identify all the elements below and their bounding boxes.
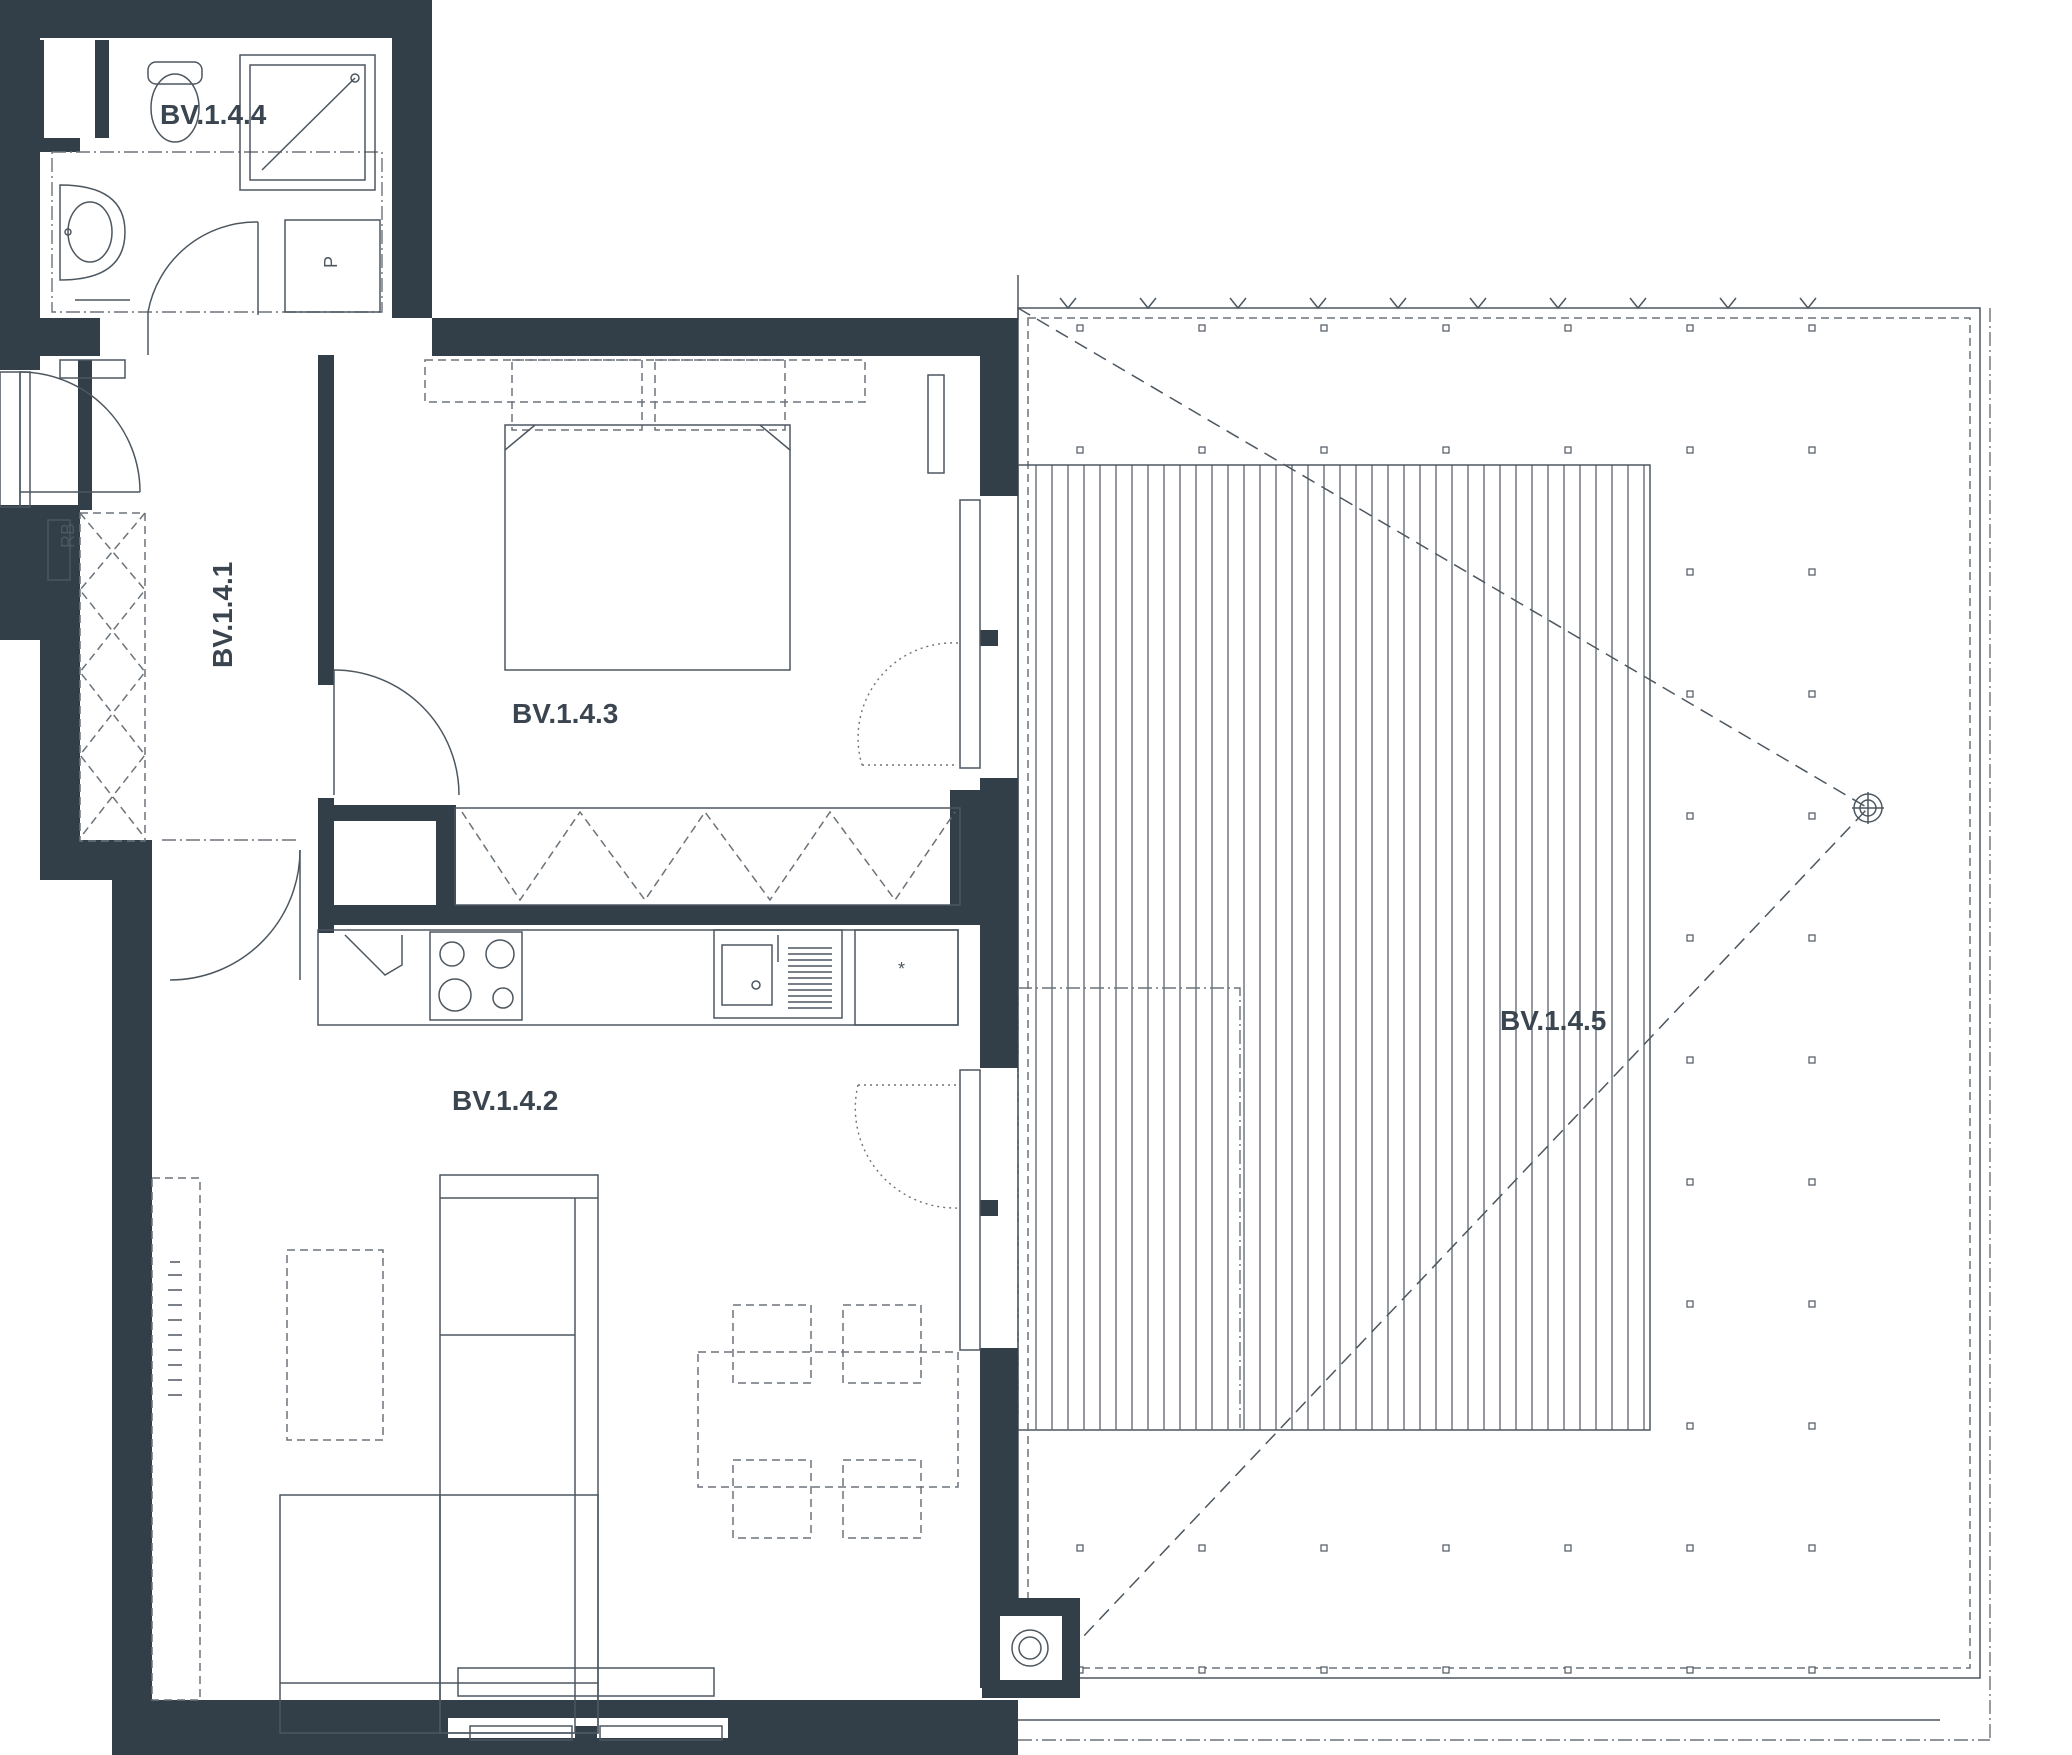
tile-point — [1076, 446, 1084, 454]
tile-point — [1686, 934, 1694, 942]
bathroom: P BV.1.4.4 — [51, 54, 383, 355]
radiator-icon — [168, 1261, 182, 1396]
tile-point — [1564, 324, 1572, 332]
tile-point — [1198, 1544, 1206, 1552]
walls — [0, 0, 1080, 1755]
dining-table — [697, 1351, 959, 1488]
tile-point — [1320, 1544, 1328, 1552]
tile-point — [1808, 812, 1816, 820]
hob-icon — [429, 931, 523, 1021]
terrace-top-ticks — [1059, 297, 1817, 310]
drain-icon — [1852, 792, 1884, 824]
tile-point — [1808, 324, 1816, 332]
tile-point — [1808, 446, 1816, 454]
kitchen-sink-icon — [713, 929, 843, 1019]
tile-point — [1808, 1544, 1816, 1552]
tile-point — [1808, 1666, 1816, 1674]
terrace-dropzone — [1017, 987, 1241, 1431]
room-label-bv142: BV.1.4.2 — [452, 1085, 558, 1116]
roof-slope-lines — [1017, 307, 1870, 1641]
room-label-bv144: BV.1.4.4 — [160, 99, 267, 130]
tile-point — [1076, 324, 1084, 332]
tile-point — [1808, 934, 1816, 942]
tile-point — [1442, 446, 1450, 454]
deck-area — [1017, 464, 1651, 1431]
tile-point — [1808, 1178, 1816, 1186]
coffee-table — [286, 1249, 384, 1441]
rb-marker: RB — [58, 523, 78, 548]
tile-point — [1686, 1544, 1694, 1552]
tile-point — [1686, 1422, 1694, 1430]
kitchen-counter — [317, 929, 959, 1026]
wardrobe — [454, 807, 961, 906]
chair — [842, 1304, 922, 1384]
tile-point — [1564, 1666, 1572, 1674]
tile-point — [1320, 324, 1328, 332]
tile-point — [1320, 446, 1328, 454]
room-label-bv145: BV.1.4.5 — [1500, 1005, 1606, 1036]
living-kitchen: * — [151, 929, 1049, 1741]
sink-icon — [59, 184, 126, 281]
chair — [842, 1459, 922, 1539]
shower — [239, 54, 376, 191]
tile-point — [1564, 1544, 1572, 1552]
tile-point — [1198, 324, 1206, 332]
bedroom: BV.1.4.3 — [333, 359, 981, 906]
tile-point — [1686, 446, 1694, 454]
tile-point — [1320, 1666, 1328, 1674]
tile-point — [1686, 1056, 1694, 1064]
terrace-tile-points — [1076, 324, 1816, 1674]
room-label-bv143: BV.1.4.3 — [512, 698, 618, 729]
tile-point — [1808, 1422, 1816, 1430]
tile-point — [1808, 568, 1816, 576]
tile-point — [1442, 324, 1450, 332]
chair — [732, 1459, 812, 1539]
terrace-outline — [1017, 307, 1981, 1679]
room-label-bv141: BV.1.4.1 — [207, 562, 238, 668]
p-marker: P — [321, 256, 341, 268]
tile-point — [1076, 1544, 1084, 1552]
toilet-icon — [147, 61, 203, 143]
deck-boards — [1035, 465, 1645, 1430]
hallway: RB BV.1.4.1 — [0, 359, 301, 981]
tile-point — [1808, 1300, 1816, 1308]
star-marker: * — [898, 959, 905, 979]
tile-point — [1686, 1178, 1694, 1186]
tv-unit — [151, 1177, 201, 1701]
tile-point — [1686, 690, 1694, 698]
tile-point — [1808, 690, 1816, 698]
tile-point — [1198, 1666, 1206, 1674]
vent-icon — [1011, 1629, 1049, 1667]
tile-point — [1686, 812, 1694, 820]
tile-point — [1686, 1300, 1694, 1308]
tile-point — [1564, 446, 1572, 454]
tile-point — [1686, 324, 1694, 332]
terrace — [1017, 275, 1991, 1741]
tile-point — [1442, 1544, 1450, 1552]
terrace-inner-edge — [1027, 317, 1971, 1669]
chair — [732, 1304, 812, 1384]
tile-point — [1808, 1056, 1816, 1064]
tile-point — [1442, 1666, 1450, 1674]
bed — [504, 424, 791, 671]
tile-point — [1198, 446, 1206, 454]
tile-point — [1686, 568, 1694, 576]
p-cabinet — [284, 219, 381, 313]
tile-point — [1686, 1666, 1694, 1674]
